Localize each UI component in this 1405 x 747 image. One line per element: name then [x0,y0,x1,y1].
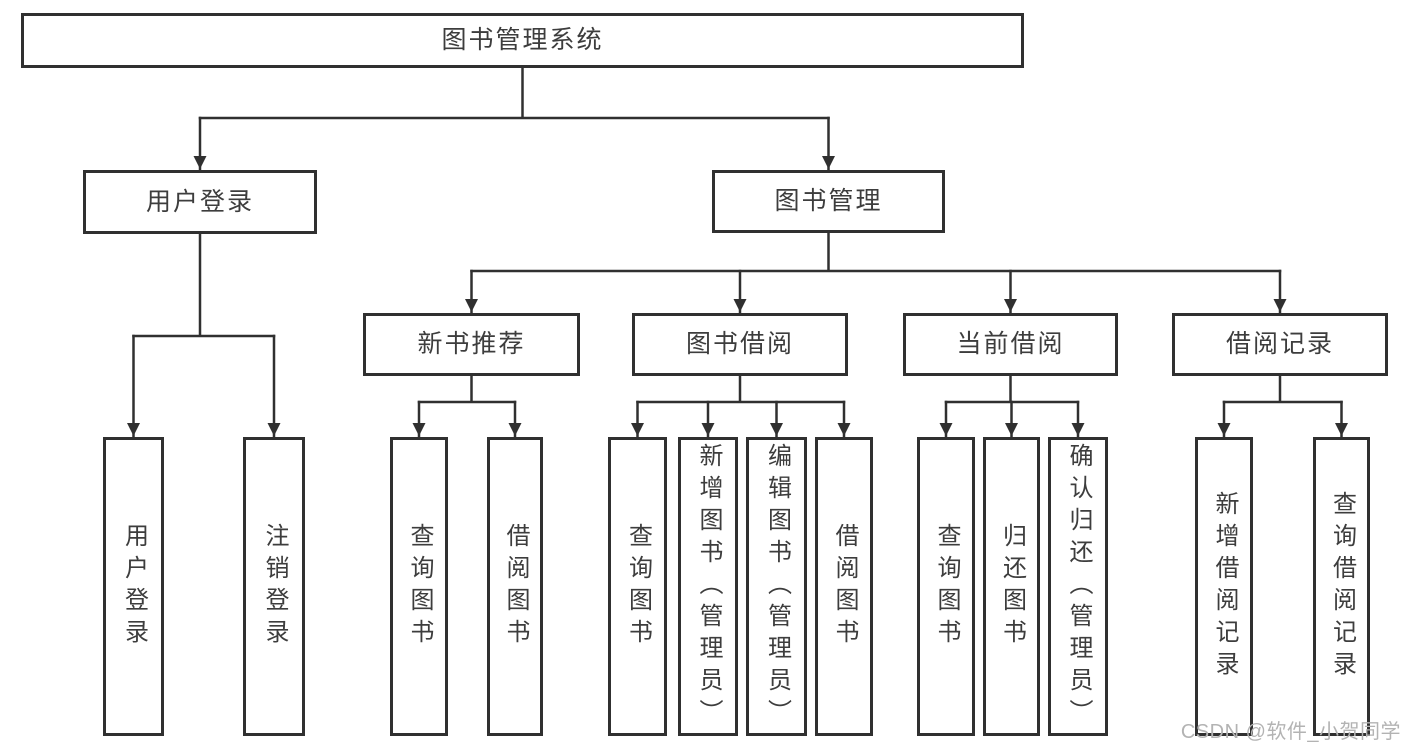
leaf-br-add-record: 新增借阅记录 [1195,437,1253,736]
leaf-nb-query-books: 查询图书 [390,437,448,736]
leaf-bb-add-books-admin: 新增图书（管理员） [678,437,738,736]
leaf-nb-borrow-books: 借阅图书 [487,437,543,736]
leaf-cb-confirm-return-admin: 确认归还（管理员） [1048,437,1108,736]
csdn-watermark: CSDN @软件_小贺同学 [1180,721,1401,743]
node-current-borrow: 当前借阅 [903,313,1118,376]
leaf-cb-query-books: 查询图书 [917,437,975,736]
node-new-book-recommend: 新书推荐 [363,313,580,376]
leaf-bb-query-books: 查询图书 [608,437,667,736]
leaf-logout: 注销登录 [243,437,305,736]
leaf-br-query-record: 查询借阅记录 [1313,437,1370,736]
node-root-library-system: 图书管理系统 [21,13,1024,68]
leaf-user-login: 用户登录 [103,437,164,736]
node-book-management: 图书管理 [712,170,945,233]
node-book-borrow: 图书借阅 [632,313,848,376]
leaf-bb-borrow-books: 借阅图书 [815,437,873,736]
node-user-login: 用户登录 [83,170,317,234]
leaf-cb-return-books: 归还图书 [983,437,1040,736]
node-borrow-records: 借阅记录 [1172,313,1388,376]
leaf-bb-edit-books-admin: 编辑图书（管理员） [746,437,807,736]
